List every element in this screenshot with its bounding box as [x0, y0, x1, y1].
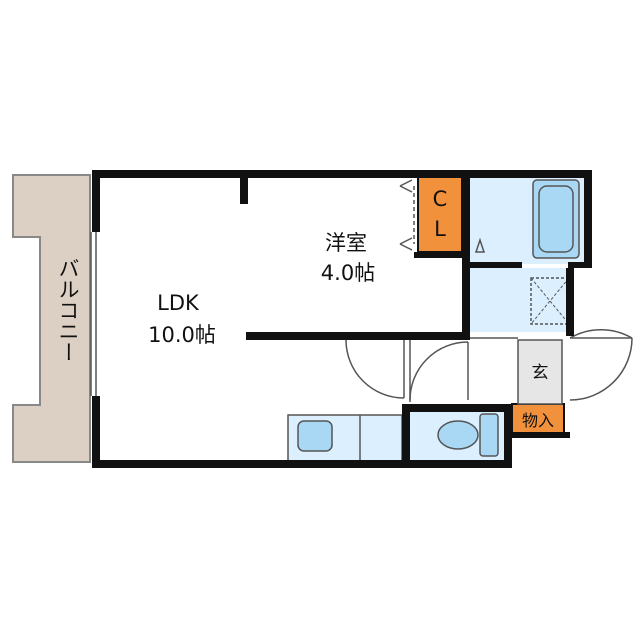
- wall-bottom-main: [92, 460, 512, 468]
- toilet-tank: [479, 413, 499, 457]
- wall-storage-bottom: [510, 432, 570, 438]
- storage-label: 物入: [522, 411, 554, 430]
- wall-toilet-left: [402, 404, 410, 468]
- ldk-name-label: LDK: [157, 291, 200, 315]
- front-door-swing: [569, 328, 633, 339]
- bath-door-marker: [474, 237, 486, 253]
- bathtub-icon: [532, 179, 580, 259]
- western-room-name-label: 洋室: [325, 231, 367, 255]
- balcony-area: [12, 174, 91, 463]
- balcony: バルコニー: [12, 174, 91, 463]
- walls: [92, 170, 592, 468]
- storage-area: [511, 403, 565, 435]
- wall-bath-right: [584, 170, 592, 268]
- balcony-label: バルコニー: [56, 258, 80, 363]
- wall-closet-right: [462, 178, 470, 340]
- closet-door-d: [399, 243, 413, 251]
- closet-door-a: [399, 179, 413, 187]
- toilet-bowl: [437, 420, 479, 450]
- wall-stub-ldk: [240, 178, 248, 204]
- closet-area: [417, 175, 463, 253]
- wall-bath-bottom: [470, 262, 522, 268]
- wall-toilet-top: [404, 404, 512, 412]
- wall-left-bottom: [92, 396, 100, 466]
- closet-label-l: L: [434, 217, 446, 241]
- wall-left-top: [92, 170, 100, 232]
- wall-closet-bottom: [414, 252, 470, 258]
- wall-toilet-right: [504, 404, 512, 468]
- kitchen-sink-icon: [297, 420, 333, 452]
- ldk-door-swing: [345, 339, 405, 399]
- closet-door-c: [399, 237, 413, 245]
- wall-top-main: [92, 170, 590, 178]
- wall-wash-right: [566, 268, 574, 336]
- closet-label-c: C: [433, 187, 448, 211]
- wall-bath-right-stub: [568, 262, 592, 268]
- toilet-icon: [437, 413, 499, 457]
- wall-partition-ldk: [246, 332, 464, 340]
- kitchen-counter: [287, 414, 403, 462]
- bathtub-inner: [538, 185, 574, 253]
- closet-door-b: [399, 185, 413, 193]
- entrance-area: [517, 339, 563, 405]
- ldk-size-label: 10.0帖: [148, 323, 216, 347]
- balcony-window: [90, 232, 97, 396]
- western-room-size-label: 4.0帖: [321, 261, 375, 285]
- toilet-door-swing: [409, 341, 469, 401]
- entrance-label: 玄: [532, 363, 549, 383]
- front-door-swing-lower: [569, 337, 633, 401]
